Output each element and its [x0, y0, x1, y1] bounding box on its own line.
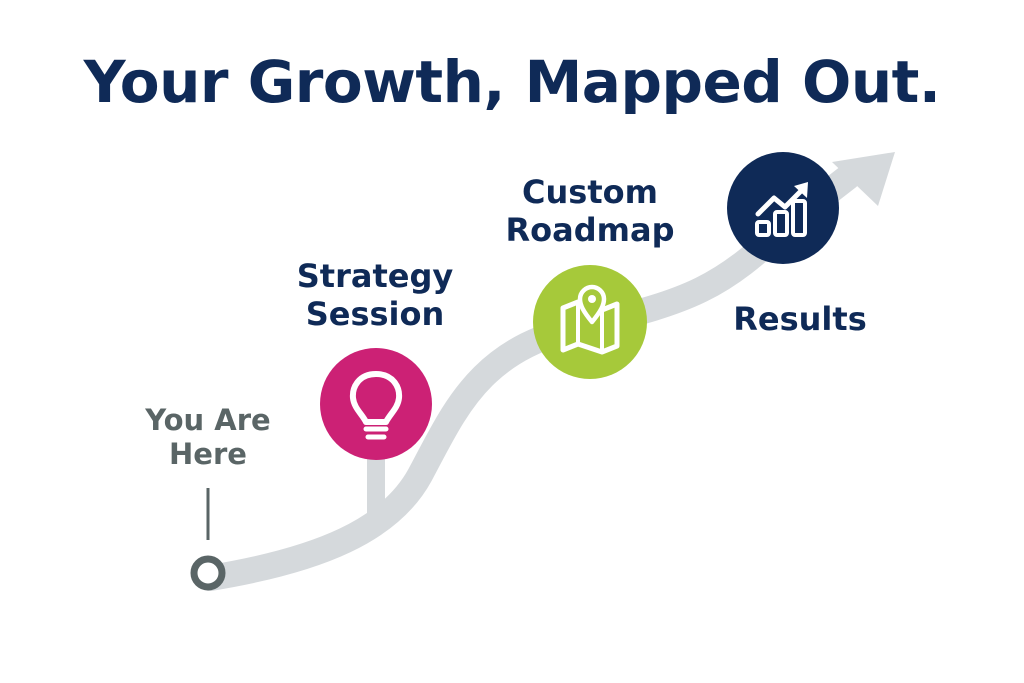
custom-roadmap-node: [533, 265, 647, 379]
page-title: Your Growth, Mapped Out.: [83, 48, 941, 116]
strategy-stem: [367, 440, 385, 522]
growth-path: [197, 164, 861, 591]
results-node: [727, 152, 839, 264]
custom-roadmap-label: Custom Roadmap: [505, 173, 675, 250]
you-are-here-label: You Are Here: [145, 403, 271, 472]
path-arrowhead-icon: [832, 152, 895, 206]
results-label: Results: [733, 300, 867, 338]
strategy-session-node: [320, 348, 432, 460]
lightbulb-icon: [349, 371, 403, 440]
growth-chart-icon: [755, 182, 808, 237]
map-pin-icon: [560, 284, 620, 355]
strategy-session-label: Strategy Session: [296, 257, 454, 334]
start-point-icon: [190, 555, 226, 591]
